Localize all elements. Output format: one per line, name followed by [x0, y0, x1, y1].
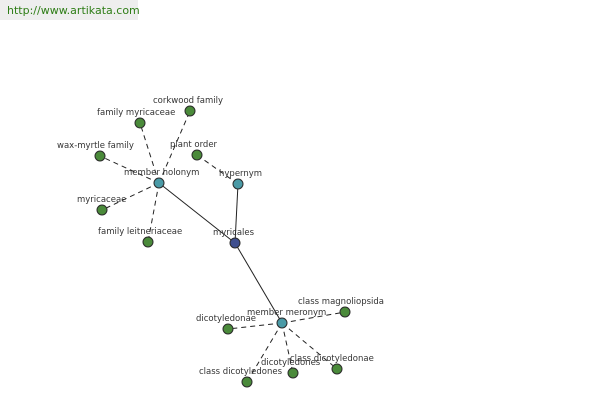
leaf-node-marker[interactable]	[287, 367, 299, 379]
edges-layer	[99, 110, 346, 383]
leaf-node-myricaceae[interactable]: myricaceae	[77, 195, 126, 216]
edge-member-meronym-to-class-dicotyledones	[246, 322, 283, 383]
relation-node-marker[interactable]	[232, 178, 244, 190]
leaf-node-marker[interactable]	[142, 236, 154, 248]
leaf-node-class-dicotyledones[interactable]: class dicotyledones	[199, 367, 283, 388]
center-node-myricales[interactable]: myricales	[213, 228, 255, 249]
nodes-layer: corkwood family family myricaceae wax-myrt…	[57, 96, 384, 388]
edge-center-to-member-holonym	[158, 182, 236, 244]
leaf-node-label: family myricaceae	[97, 108, 175, 118]
leaf-node-family-leitneriaceae[interactable]: family leitneriaceae	[98, 227, 182, 248]
relation-node-label: member meronym	[247, 308, 326, 318]
relation-node-label: hypernym	[219, 169, 262, 179]
leaf-node-label: family leitneriaceae	[98, 227, 182, 237]
edge-member-holonym-to-family-leitneriaceae	[147, 182, 160, 243]
leaf-node-marker[interactable]	[339, 306, 351, 318]
leaf-node-label: class dicotyledonae	[290, 354, 374, 364]
leaf-node-marker[interactable]	[134, 117, 146, 129]
leaf-node-label: class dicotyledones	[199, 367, 283, 377]
leaf-node-label: plant order	[170, 140, 218, 150]
leaf-node-wax-myrtle-family[interactable]: wax-myrtle family	[57, 141, 134, 162]
edge-member-holonym-to-myricaceae	[101, 182, 160, 211]
center-node-label: myricales	[213, 228, 255, 238]
edge-member-meronym-to-class-dicotyledonae	[281, 322, 338, 370]
leaf-node-label: wax-myrtle family	[57, 141, 134, 151]
leaf-node-label: dicotyledonae	[196, 314, 256, 324]
relation-node-member-holonym[interactable]: member holonym	[124, 168, 199, 189]
center-node-marker[interactable]	[229, 237, 241, 249]
edge-member-holonym-to-wax-myrtle-family	[99, 155, 160, 184]
edge-member-holonym-to-family-myricaceae	[139, 122, 160, 184]
leaf-node-plant-order[interactable]: plant order	[170, 140, 218, 161]
relation-node-marker[interactable]	[276, 317, 288, 329]
edge-center-to-hypernym	[234, 183, 239, 244]
relation-node-label: member holonym	[124, 168, 199, 178]
leaf-node-corkwood-family[interactable]: corkwood family	[153, 96, 223, 117]
leaf-node-dicotyledonae[interactable]: dicotyledonae	[196, 314, 256, 335]
leaf-node-marker[interactable]	[184, 105, 196, 117]
leaf-node-label: corkwood family	[153, 96, 223, 106]
leaf-node-marker[interactable]	[222, 323, 234, 335]
leaf-node-dicotyledones[interactable]: dicotyledones	[261, 358, 321, 379]
leaf-node-family-myricaceae[interactable]: family myricaceae	[97, 108, 175, 129]
leaf-node-class-dicotyledonae[interactable]: class dicotyledonae	[290, 354, 374, 375]
banner-link[interactable]: http://www.artikata.com	[7, 4, 140, 17]
edge-member-holonym-to-corkwood-family	[158, 110, 191, 184]
leaf-node-label: dicotyledones	[261, 358, 321, 368]
leaf-node-marker[interactable]	[331, 363, 343, 375]
relation-node-marker[interactable]	[153, 177, 165, 189]
relation-node-hypernym[interactable]: hypernym	[219, 169, 262, 190]
leaf-node-label: myricaceae	[77, 195, 126, 205]
edge-member-meronym-to-dicotyledonae	[227, 322, 283, 330]
leaf-node-marker[interactable]	[96, 204, 108, 216]
leaf-node-class-magnoliopsida[interactable]: class magnoliopsida	[298, 297, 384, 318]
edge-center-to-member-meronym	[234, 242, 283, 324]
leaf-node-marker[interactable]	[191, 149, 203, 161]
leaf-node-label: class magnoliopsida	[298, 297, 384, 307]
edge-member-meronym-to-class-magnoliopsida	[281, 311, 346, 324]
leaf-node-marker[interactable]	[241, 376, 253, 388]
relation-node-member-meronym[interactable]: member meronym	[247, 308, 326, 329]
leaf-node-marker[interactable]	[94, 150, 106, 162]
banner: http://www.artikata.com	[0, 0, 140, 20]
